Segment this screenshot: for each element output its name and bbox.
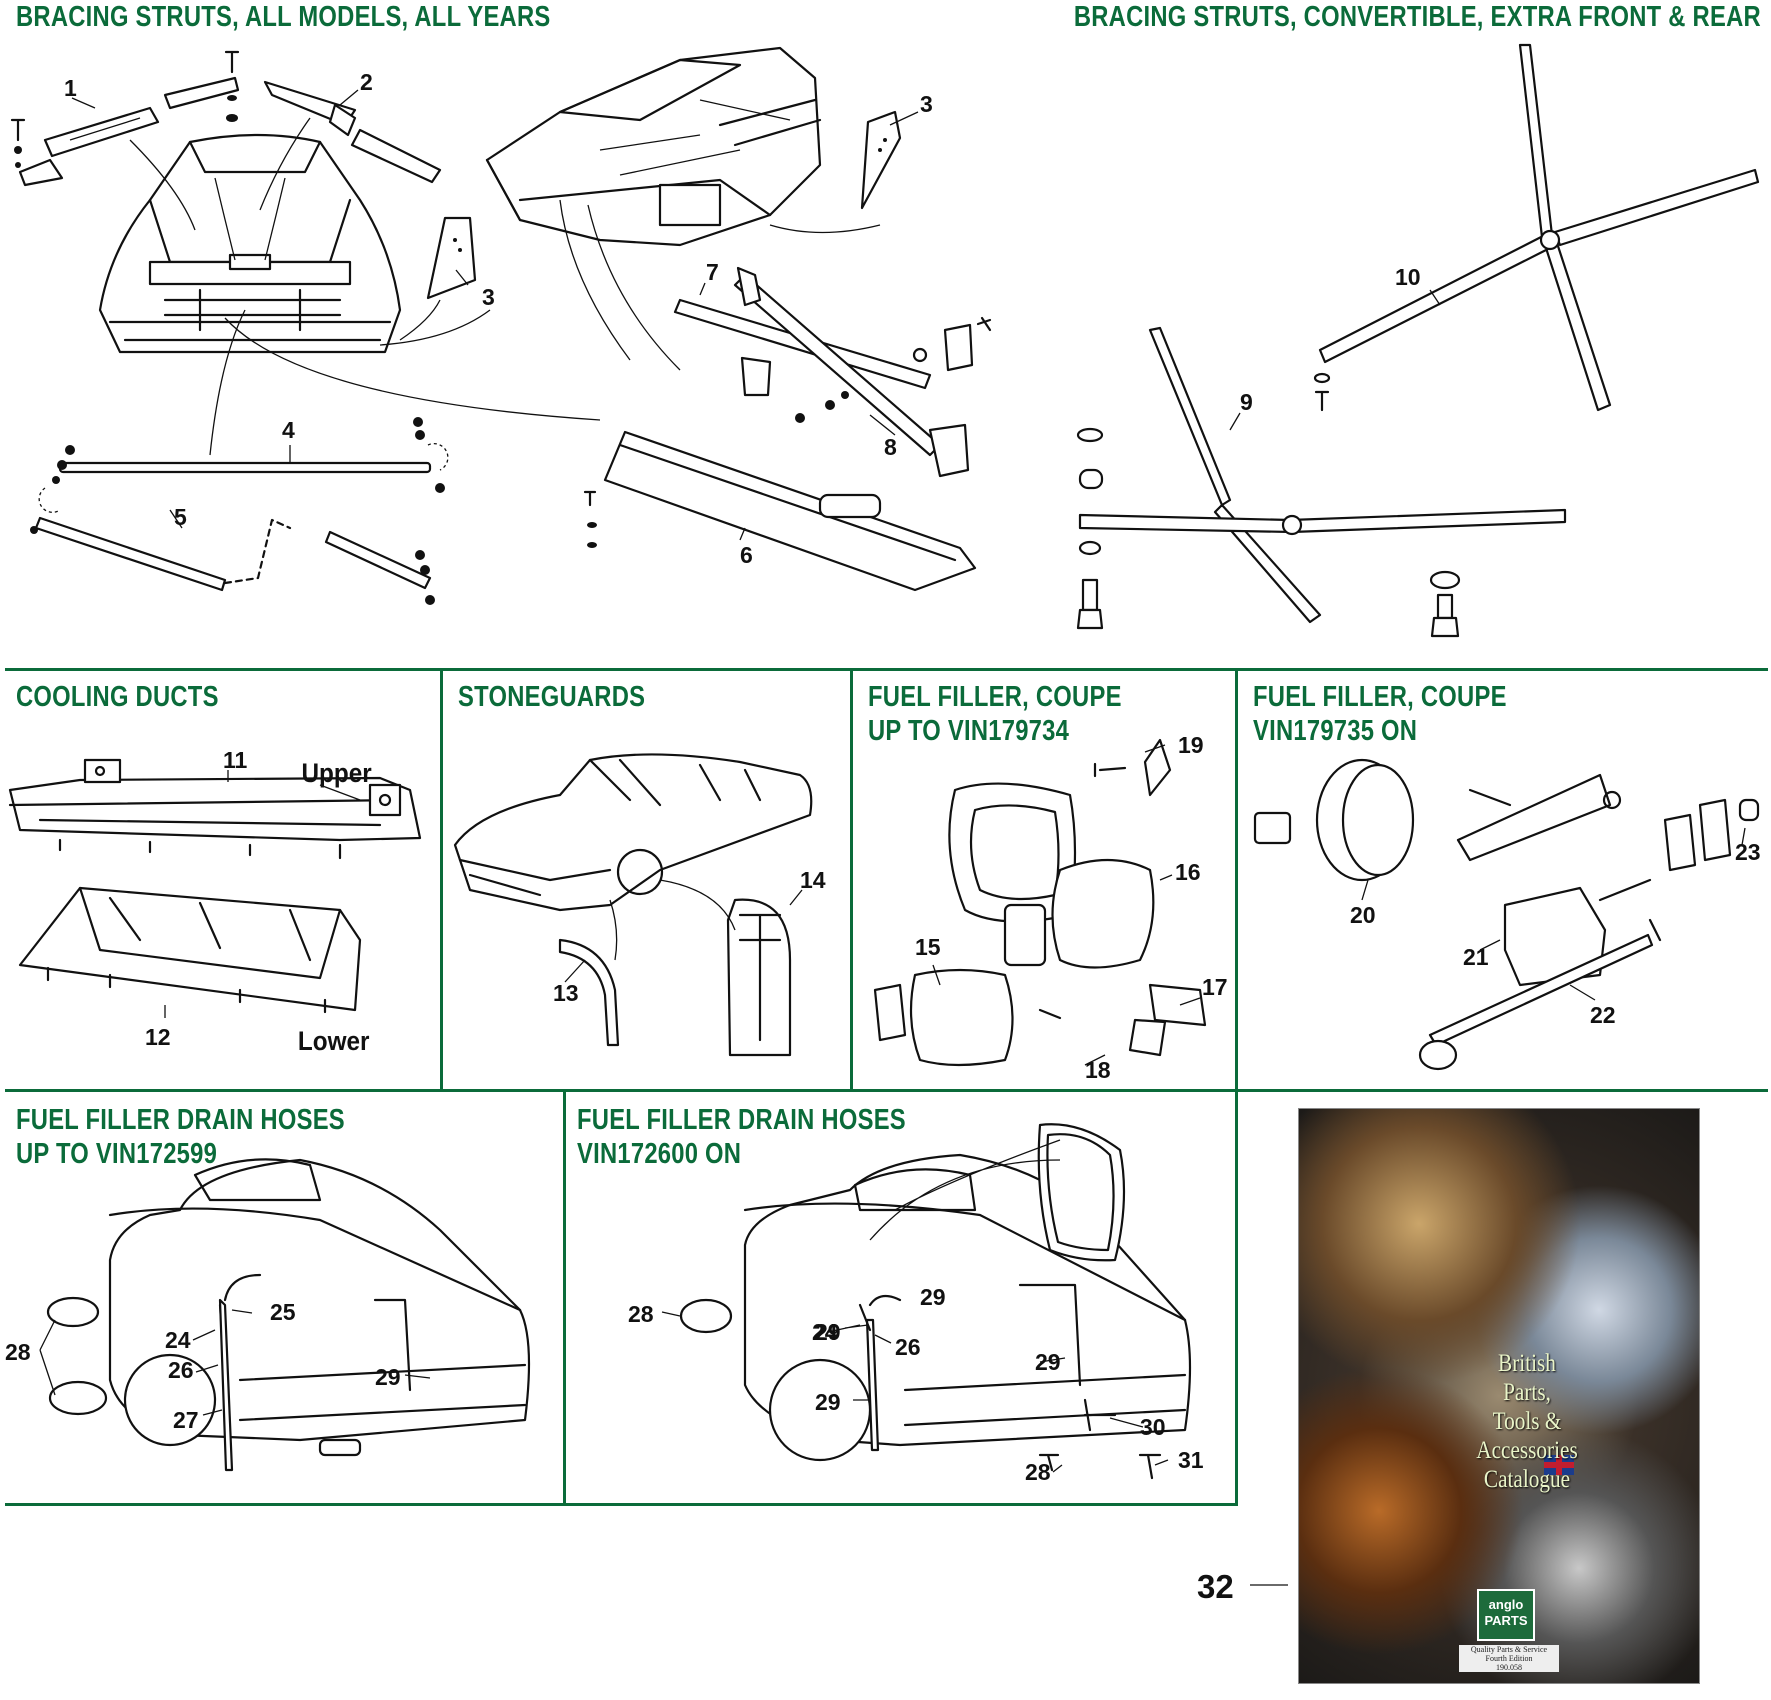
section-title-stoneguards: STONEGUARDS <box>458 681 646 713</box>
callout-11: 11 <box>223 747 248 773</box>
section-title-fuel-filler-new: FUEL FILLER, COUPE VIN179735 ON <box>1253 681 1507 747</box>
callout-6: 6 <box>740 542 753 568</box>
fuel-filler-old-parts <box>873 738 1207 1067</box>
front-car-body <box>98 133 402 354</box>
callout-16: 16 <box>1175 859 1201 885</box>
strut-1 <box>10 50 240 187</box>
callout-26b: 26 <box>895 1334 921 1360</box>
label-upper: Upper <box>302 759 372 788</box>
callout-30: 30 <box>1140 1414 1166 1440</box>
saloon-car-stoneguards <box>453 753 813 1057</box>
callout-1: 1 <box>64 75 77 101</box>
cross-brace-9 <box>1076 326 1567 638</box>
callout-29: 29 <box>375 1364 401 1390</box>
callout-18: 18 <box>1085 1057 1111 1083</box>
callout-25: 25 <box>270 1299 296 1325</box>
callout-28c: 28 <box>1025 1459 1051 1485</box>
label-lower: Lower <box>298 1027 370 1056</box>
callout-21: 21 <box>1463 944 1489 970</box>
cooling-duct-upper <box>8 758 422 860</box>
catalogue-title: British Parts, Tools & Accessories Catal… <box>1476 1350 1578 1493</box>
car-rear-drain-old <box>46 1158 531 1472</box>
callout-9: 9 <box>1240 389 1253 415</box>
crossmember-6 <box>583 430 977 592</box>
fuel-filler-new-parts <box>1253 758 1760 1071</box>
leader-lines <box>39 89 1746 1586</box>
callout-29c: 29 <box>815 1319 841 1345</box>
bar-4-5 <box>30 417 449 605</box>
callout-29e: 29 <box>815 1389 841 1415</box>
cooling-duct-lower <box>18 886 362 1014</box>
convertible-body <box>485 46 822 247</box>
divider-v1 <box>440 668 443 1091</box>
divider-top <box>5 668 1768 671</box>
callout-12: 12 <box>145 1024 171 1050</box>
divider-v3 <box>1235 668 1238 1506</box>
callout-13: 13 <box>553 980 579 1006</box>
divider-bottom <box>5 1503 1237 1506</box>
callout-28b: 28 <box>628 1301 654 1327</box>
strut-3-left <box>426 216 477 300</box>
cross-brace-10 <box>1313 43 1760 412</box>
callout-8: 8 <box>884 434 897 460</box>
car-rear-drain-new <box>679 1123 1192 1480</box>
divider-middle <box>5 1089 1768 1092</box>
callout-3a: 3 <box>482 284 495 310</box>
callout-24b: 24 <box>812 1319 838 1345</box>
callout-31: 31 <box>1178 1447 1204 1473</box>
callout-27: 27 <box>173 1407 199 1433</box>
union-jack-icon <box>1544 1455 1574 1475</box>
callout-26: 26 <box>168 1357 194 1383</box>
callout-10: 10 <box>1395 264 1421 290</box>
callout-2: 2 <box>360 69 373 95</box>
callout-32: 32 <box>1197 1568 1234 1605</box>
section-title-bracing-all: BRACING STRUTS, ALL MODELS, ALL YEARS <box>16 1 551 33</box>
anglo-parts-logo: anglo PARTS <box>1477 1589 1535 1641</box>
section-title-cooling-ducts: COOLING DUCTS <box>16 681 219 713</box>
callout-3b: 3 <box>920 91 933 117</box>
divider-v2 <box>850 668 853 1091</box>
section-title-drain-hoses-old: FUEL FILLER DRAIN HOSES UP TO VIN172599 <box>16 1104 345 1170</box>
guide-lines-bracing <box>129 117 881 456</box>
rear-frame-7-8 <box>673 266 992 478</box>
catalogue-cover: British Parts, Tools & Accessories Catal… <box>1298 1108 1700 1684</box>
callout-28: 28 <box>5 1339 31 1365</box>
section-title-fuel-filler-old: FUEL FILLER, COUPE UP TO VIN179734 <box>868 681 1122 747</box>
callout-17: 17 <box>1202 974 1228 1000</box>
callout-24: 24 <box>165 1327 191 1353</box>
callout-29d: 29 <box>1035 1349 1061 1375</box>
callout-20: 20 <box>1350 902 1376 928</box>
callout-19: 19 <box>1178 732 1204 758</box>
callout-15: 15 <box>915 934 941 960</box>
divider-v4 <box>563 1089 566 1506</box>
callout-22: 22 <box>1590 1002 1616 1028</box>
callout-4: 4 <box>282 417 295 443</box>
catalogue-footer: Quality Parts & Service Fourth Edition 1… <box>1459 1645 1559 1672</box>
strut-2 <box>263 80 442 184</box>
callout-29b: 29 <box>920 1284 946 1310</box>
callout-5: 5 <box>174 504 187 530</box>
callout-7: 7 <box>706 259 719 285</box>
section-title-bracing-convertible: BRACING STRUTS, CONVERTIBLE, EXTRA FRONT… <box>1073 1 1761 33</box>
callout-14: 14 <box>800 867 826 893</box>
strut-3-right <box>860 110 902 210</box>
callout-23: 23 <box>1735 839 1761 865</box>
section-title-drain-hoses-new: FUEL FILLER DRAIN HOSES VIN172600 ON <box>577 1104 906 1170</box>
